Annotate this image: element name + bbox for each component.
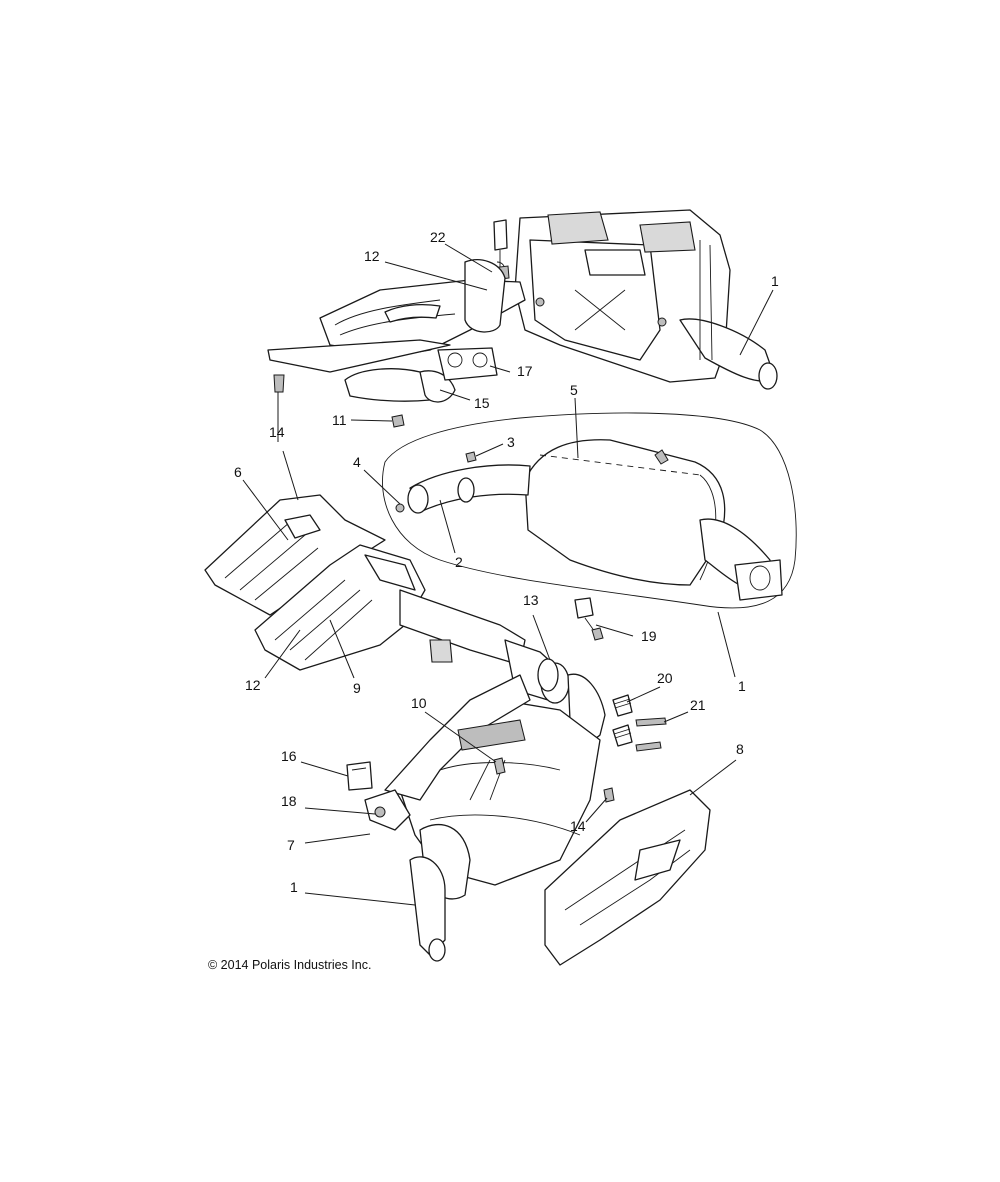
copyright-notice: © 2014 Polaris Industries Inc. — [208, 958, 371, 972]
callout-14-top: 14 — [269, 424, 285, 440]
callout-labels: 1 22 12 17 15 11 14 5 3 4 6 2 1 12 9 13 … — [234, 229, 779, 895]
bolts-21 — [635, 717, 667, 752]
gasket-13 — [537, 658, 559, 692]
callout-12-top: 12 — [364, 248, 380, 264]
bolt-11 — [391, 414, 405, 428]
lower-pipe-assembly — [399, 589, 606, 740]
callout-4: 4 — [353, 454, 361, 470]
callout-10: 10 — [411, 695, 427, 711]
callout-7: 7 — [287, 837, 295, 853]
callout-13: 13 — [523, 592, 539, 608]
top-muffler-assembly — [514, 209, 778, 390]
muffler-assembly-outline — [382, 412, 797, 609]
callout-3: 3 — [507, 434, 515, 450]
bolt-3 — [465, 451, 477, 463]
top-header-assembly — [267, 259, 526, 403]
callout-1-mid: 1 — [738, 678, 746, 694]
callout-8: 8 — [736, 741, 744, 757]
sensor-19 — [574, 597, 604, 641]
callout-15: 15 — [474, 395, 490, 411]
clamp-16 — [346, 761, 373, 791]
washer-4 — [395, 503, 405, 513]
callout-12-bottom: 12 — [245, 677, 261, 693]
bolt-14-top — [273, 374, 285, 393]
callout-20: 20 — [657, 670, 673, 686]
head-pipe-2 — [407, 464, 531, 514]
muffler-5 — [524, 439, 783, 601]
callout-16: 16 — [281, 748, 297, 764]
leader-lines — [242, 243, 774, 906]
callout-14-bottom: 14 — [570, 818, 586, 834]
heat-shield-8 — [544, 789, 711, 966]
callout-1-bottom: 1 — [290, 879, 298, 895]
callout-11: 11 — [332, 412, 347, 428]
callout-22: 22 — [430, 229, 446, 245]
callout-6: 6 — [234, 464, 242, 480]
muffler-7 — [364, 674, 601, 962]
callout-9: 9 — [353, 680, 361, 696]
callout-17: 17 — [517, 363, 533, 379]
callout-18: 18 — [281, 793, 297, 809]
springs-20 — [612, 694, 633, 747]
callout-21: 21 — [690, 697, 706, 713]
heat-shield-6 — [204, 494, 386, 616]
callout-2: 2 — [455, 554, 463, 570]
bolt-10 — [493, 757, 506, 775]
callout-19: 19 — [641, 628, 657, 644]
callout-1-top: 1 — [771, 273, 779, 289]
callout-5: 5 — [570, 382, 578, 398]
